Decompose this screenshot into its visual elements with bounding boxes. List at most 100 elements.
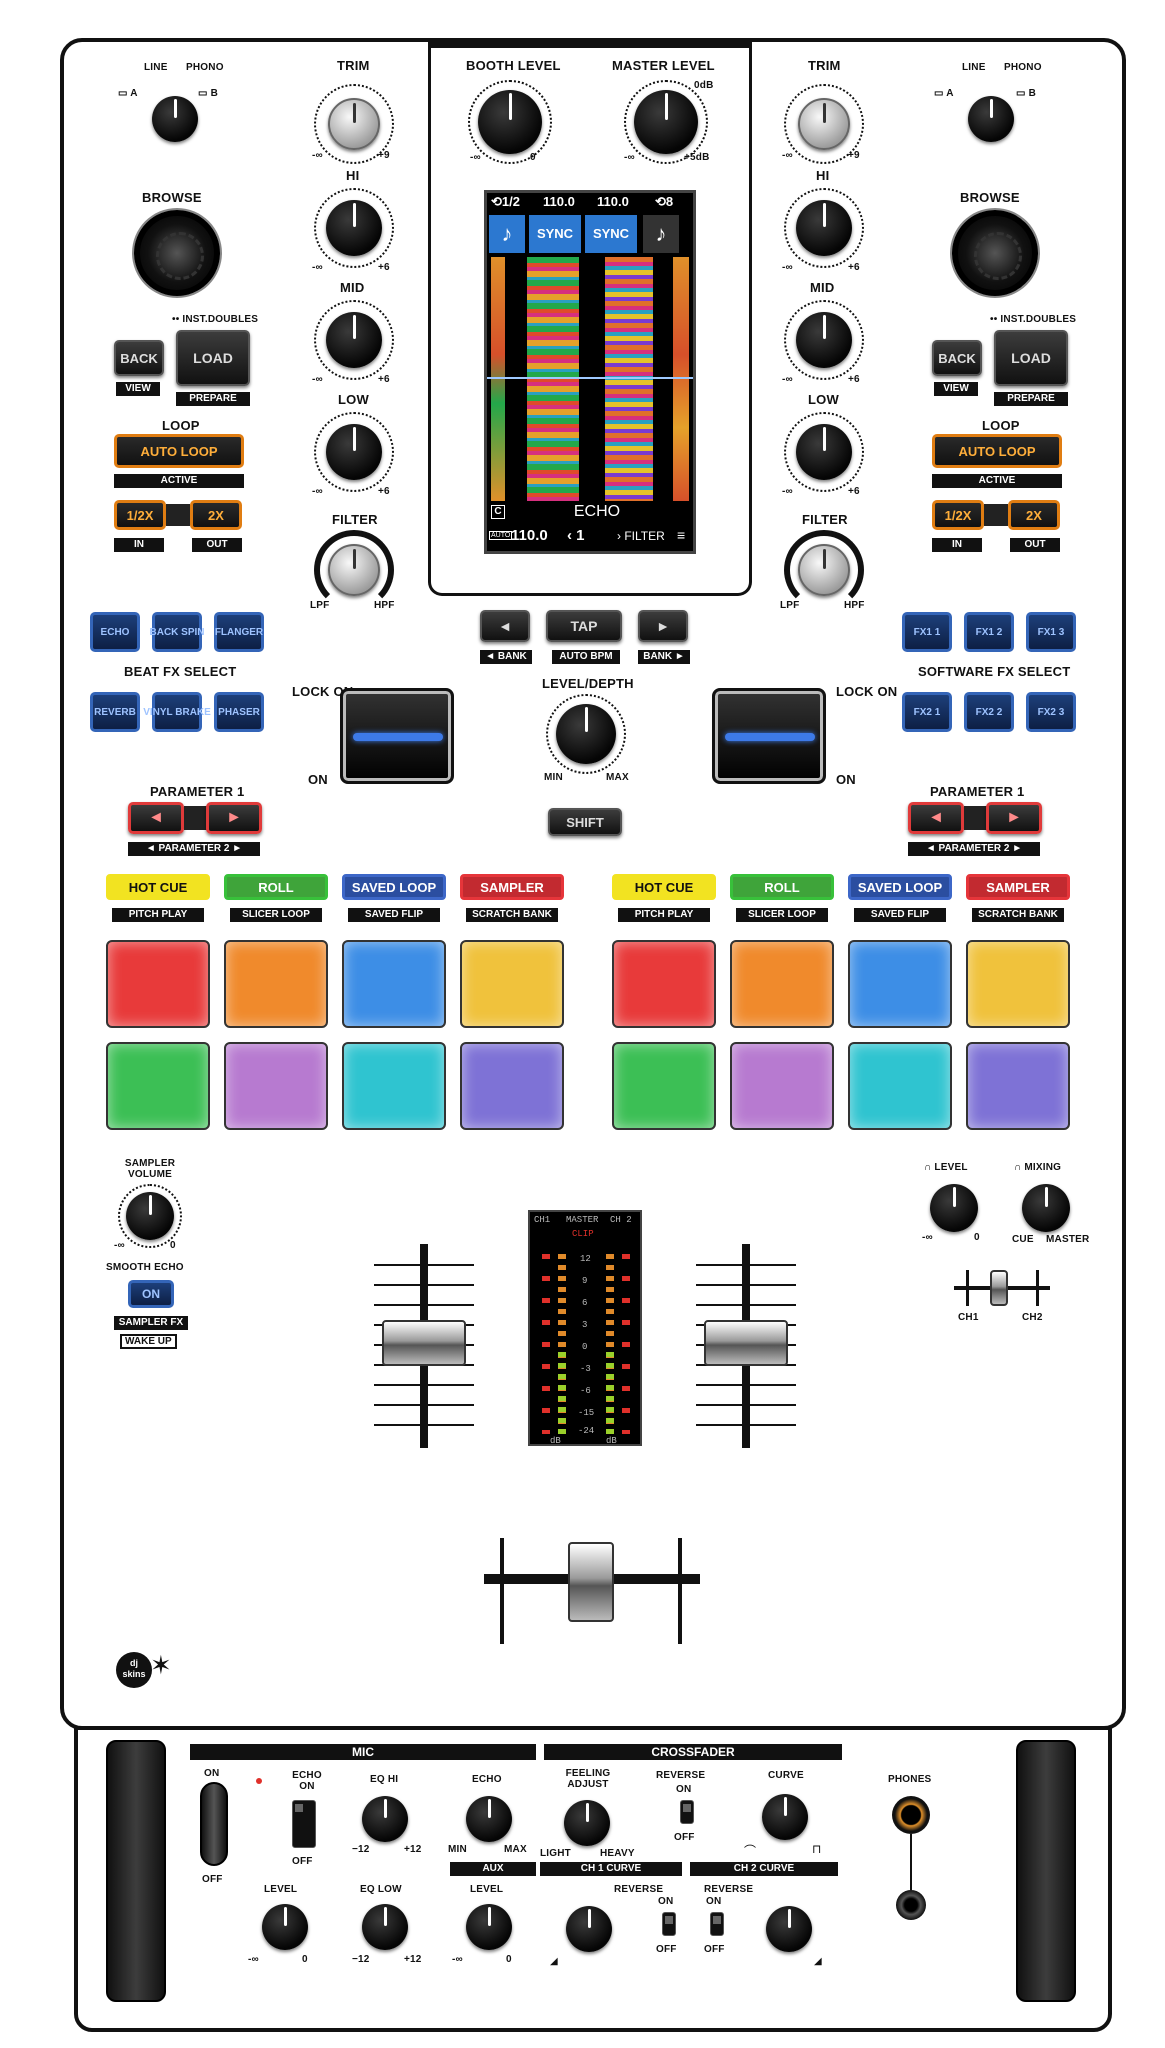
xf-curve-knob[interactable] [762,1794,808,1840]
browse-encoder[interactable] [134,210,220,296]
eq-hi-knob[interactable] [362,1796,408,1842]
ch1-trim-knob[interactable] [328,98,380,150]
aux-level-knob[interactable] [466,1904,512,1950]
fx2-1-button[interactable]: FX2 1 [902,692,952,732]
ch2-trim-knob[interactable] [798,98,850,150]
back-button[interactable]: BACK [114,340,164,376]
tap-button[interactable]: TAP [546,610,622,642]
input-selector-knob-right[interactable] [968,96,1014,142]
pad-left-4[interactable] [460,940,564,1028]
level-depth-knob[interactable] [556,704,616,764]
menu-icon[interactable]: ≡ [677,527,686,543]
ch1-reverse-switch[interactable] [662,1912,676,1936]
headphone-mixing-knob[interactable] [1022,1184,1070,1232]
ch2-reverse-switch[interactable] [710,1912,724,1936]
echo-on-switch[interactable] [292,1800,316,1848]
roll-right-button[interactable]: ROLL [730,874,834,900]
shift-button[interactable]: SHIFT [548,808,622,836]
pad-right-5[interactable] [612,1042,716,1130]
mic-echo-knob[interactable] [466,1796,512,1842]
ch2-curve-knob[interactable] [766,1906,812,1952]
pad-left-2[interactable] [224,940,328,1028]
pad-left-7[interactable] [342,1042,446,1130]
load-button-right[interactable]: LOAD [994,330,1068,386]
phones-jack-large[interactable] [892,1796,930,1834]
ch1-hi-knob[interactable] [326,200,382,256]
saved-loop-right-button[interactable]: SAVED LOOP [848,874,952,900]
master-level-knob[interactable] [634,90,698,154]
crossfader-knob[interactable] [568,1542,614,1622]
ch1-filter-knob[interactable] [328,544,380,596]
ch2-mid-knob[interactable] [796,312,852,368]
ch1-curve-knob[interactable] [566,1906,612,1952]
pad-left-1[interactable] [106,940,210,1028]
parameter-left-inc-button[interactable]: ► [206,802,262,834]
loop-double-button[interactable]: 2X [190,500,242,530]
sampler-right-button[interactable]: SAMPLER [966,874,1070,900]
headphone-level-knob[interactable] [930,1184,978,1232]
back-button-right[interactable]: BACK [932,340,982,376]
bank-left-button[interactable]: ◄ [480,610,530,642]
pad-left-6[interactable] [224,1042,328,1130]
pad-right-8[interactable] [966,1042,1070,1130]
hot-cue-left-button[interactable]: HOT CUE [106,874,210,900]
ch2-fader-knob[interactable] [704,1320,788,1366]
loop-half-button-right[interactable]: 1/2X [932,500,984,530]
bank-right-button[interactable]: ► [638,610,688,642]
sync-right-button[interactable]: SYNC [585,215,637,253]
key-lock-left-icon[interactable]: ♪ [489,215,525,253]
beat-fx-reverb-button[interactable]: REVERB [90,692,140,732]
parameter-right-inc-button[interactable]: ► [986,802,1042,834]
feeling-adjust-knob[interactable] [564,1800,610,1846]
xf-reverse-switch[interactable] [680,1800,694,1824]
fx2-2-button[interactable]: FX2 2 [964,692,1014,732]
beat-fx-phaser-button[interactable]: PHASER [214,692,264,732]
auto-loop-button-right[interactable]: AUTO LOOP [932,434,1062,468]
pad-left-3[interactable] [342,940,446,1028]
sampler-left-button[interactable]: SAMPLER [460,874,564,900]
fx1-1-button[interactable]: FX1 1 [902,612,952,652]
parameter-right-dec-button[interactable]: ◄ [908,802,964,834]
fx1-3-button[interactable]: FX1 3 [1026,612,1076,652]
pad-left-5[interactable] [106,1042,210,1130]
ch1-mid-knob[interactable] [326,312,382,368]
ch2-low-knob[interactable] [796,424,852,480]
parameter-left-dec-button[interactable]: ◄ [128,802,184,834]
ch1-low-knob[interactable] [326,424,382,480]
input-selector-knob[interactable] [152,96,198,142]
load-button[interactable]: LOAD [176,330,250,386]
cue-fader-knob[interactable] [990,1270,1008,1306]
loop-double-button-right[interactable]: 2X [1008,500,1060,530]
beat-fx-vinyl-brake-button[interactable]: VINYL BRAKE [143,692,211,732]
smooth-echo-on-button[interactable]: ON [128,1280,174,1308]
ch1-fader-knob[interactable] [382,1320,466,1366]
key-lock-right-icon[interactable]: ♪ [643,215,679,253]
mic-switch[interactable] [200,1782,228,1866]
fx-paddle-right[interactable] [712,688,826,784]
booth-level-knob[interactable] [478,90,542,154]
fx2-3-button[interactable]: FX2 3 [1026,692,1076,732]
eq-low-knob[interactable] [362,1904,408,1950]
pad-right-4[interactable] [966,940,1070,1028]
beat-fx-echo-button[interactable]: ECHO [90,612,140,652]
browse-encoder-right[interactable] [952,210,1038,296]
fx1-2-button[interactable]: FX1 2 [964,612,1014,652]
hot-cue-right-button[interactable]: HOT CUE [612,874,716,900]
auto-loop-button[interactable]: AUTO LOOP [114,434,244,468]
beat-fx-flanger-button[interactable]: FLANGER [214,612,264,652]
pad-right-6[interactable] [730,1042,834,1130]
saved-loop-left-button[interactable]: SAVED LOOP [342,874,446,900]
sampler-volume-knob[interactable] [126,1192,174,1240]
roll-left-button[interactable]: ROLL [224,874,328,900]
pad-right-2[interactable] [730,940,834,1028]
phones-jack-small[interactable] [896,1890,926,1920]
pad-left-8[interactable] [460,1042,564,1130]
fx-paddle-left[interactable] [340,688,454,784]
beat-fx-backspin-button[interactable]: BACK SPIN [150,612,205,652]
loop-half-button[interactable]: 1/2X [114,500,166,530]
mic-level-knob[interactable] [262,1904,308,1950]
ch2-hi-knob[interactable] [796,200,852,256]
ch2-filter-knob[interactable] [798,544,850,596]
sync-left-button[interactable]: SYNC [529,215,581,253]
pad-right-1[interactable] [612,940,716,1028]
